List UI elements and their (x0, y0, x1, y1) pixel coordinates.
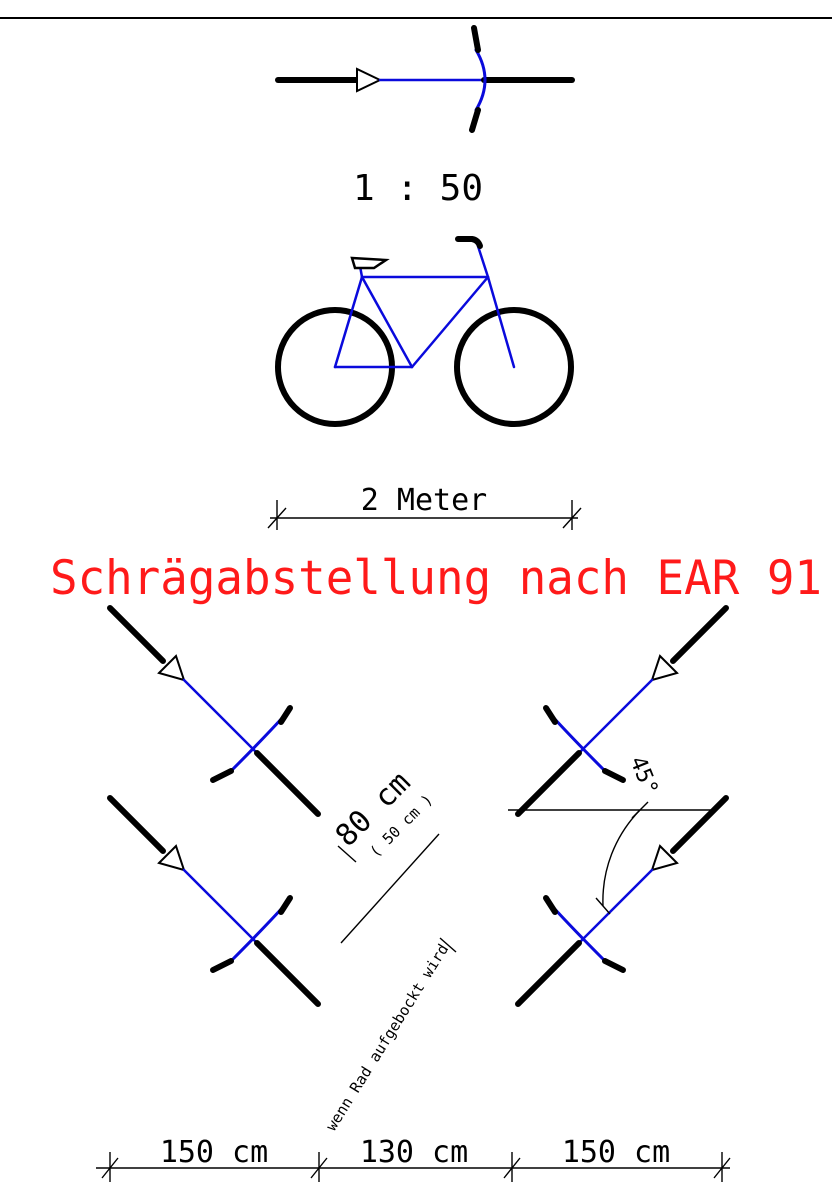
angle-tick-upper (595, 897, 611, 915)
bike-length-dimension: 2 Meter (267, 483, 582, 530)
width-slash-4 (713, 1157, 731, 1179)
spacing-tick-low (337, 845, 357, 863)
down-tube (410, 275, 490, 369)
top-bike-symbol (275, 25, 575, 133)
bike-frame (333, 238, 516, 369)
spacing-tick-high (439, 937, 457, 953)
fork (486, 275, 516, 369)
scale-label: 1 : 50 (353, 168, 483, 209)
right-parked-bike-upper (515, 605, 729, 817)
top-symbol-left-grip (471, 25, 481, 53)
saddle (350, 256, 390, 270)
width-label-2: 130 cm (360, 1135, 468, 1170)
angle-tick-lower (631, 801, 649, 819)
handlebar (455, 236, 483, 249)
left-parked-bike-upper (107, 605, 321, 817)
angle-annotation: 45° (508, 753, 712, 915)
left-parked-bike-lower (107, 795, 321, 1007)
width-slash-3 (503, 1157, 521, 1179)
spacing-dimension-line (340, 833, 440, 944)
width-slash-1 (101, 1157, 119, 1179)
bicycle-side-view (275, 236, 574, 427)
dimension-label: 2 Meter (361, 483, 487, 518)
seat-tube (360, 275, 414, 369)
dimension-slash-right (562, 507, 582, 529)
width-label-1: 150 cm (160, 1135, 268, 1170)
front-wheel (454, 307, 574, 427)
dimension-slash-left (267, 507, 287, 529)
top-symbol-handlebar-arc (474, 48, 487, 112)
angle-arc (602, 809, 641, 907)
width-slash-2 (310, 1157, 328, 1179)
width-label-3: 150 cm (562, 1135, 670, 1170)
drawing-title: Schrägabstellung nach EAR 91 (50, 551, 822, 606)
right-parked-bike-lower (515, 795, 729, 1007)
angle-label: 45° (624, 753, 662, 799)
top-symbol-right-grip (469, 107, 481, 133)
diagonal-spacing-dimension: 80 cm ( 50 cm ) wenn Rad aufgebockt wird (322, 765, 457, 1134)
top-symbol-arrowhead (356, 67, 383, 93)
bottom-width-dimensions: 150 cm 130 cm 150 cm (96, 1135, 731, 1182)
spacing-note-label: wenn Rad aufgebockt wird (322, 941, 452, 1134)
seat-stay (333, 275, 364, 369)
